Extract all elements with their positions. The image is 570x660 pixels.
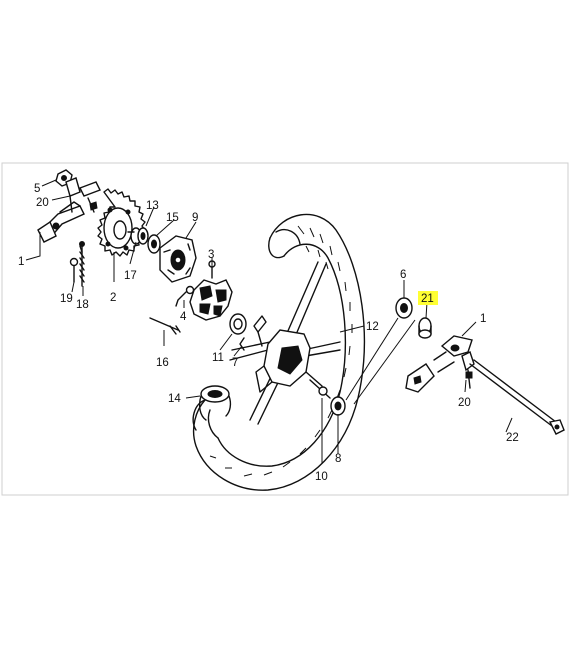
- part-1-left-bracket: [37, 177, 101, 243]
- callout-21-highlight: [418, 291, 438, 305]
- callout-11: 11: [212, 352, 224, 364]
- callout-14: 14: [168, 393, 181, 405]
- callout-12: 12: [366, 321, 379, 333]
- part-19-bolt: [69, 257, 79, 283]
- callout-8: 8: [335, 453, 341, 465]
- part-9-carrier: [159, 235, 197, 283]
- part-3-damper: [189, 260, 233, 321]
- callout-16: 16: [156, 357, 169, 369]
- wheel-hub: [255, 329, 331, 399]
- diagram-border: [1, 162, 569, 496]
- callout-21: 21: [421, 293, 434, 305]
- callout-18: 18: [76, 299, 89, 311]
- callout-19: 19: [60, 293, 73, 305]
- callout-20: 20: [458, 397, 471, 409]
- part-13-15-17-bearings: [127, 227, 161, 254]
- callout-9: 9: [192, 212, 198, 224]
- callout-2: 2: [110, 292, 116, 304]
- part-22-axle: [469, 359, 565, 435]
- part-14-tube: [198, 385, 232, 421]
- callout-3: 3: [208, 249, 214, 261]
- part-12-valve: [253, 315, 267, 347]
- callout-labels: 5 20 1 13 15 9 19 18 2 17 3 4 16 11 7 6 …: [18, 183, 519, 483]
- part-11-collar: [229, 313, 247, 335]
- part-16-pin: [149, 317, 181, 335]
- part-1-right-bracket: [405, 335, 475, 393]
- callout-4: 4: [180, 311, 187, 323]
- wheel-rim: [192, 213, 366, 491]
- part-8-bearing: [330, 396, 346, 416]
- callout-17: 17: [124, 270, 137, 282]
- callout-1: 1: [18, 256, 24, 268]
- callout-1: 1: [480, 313, 486, 325]
- part-6-seal: [395, 297, 413, 319]
- part-7-seal: [239, 337, 245, 351]
- part-18-bolt: [79, 241, 85, 287]
- part-4-spacer: [175, 285, 195, 307]
- callout-13: 13: [146, 200, 159, 212]
- callout-15: 15: [166, 212, 179, 224]
- part-2-sprocket: [97, 188, 146, 257]
- callout-7: 7: [232, 357, 238, 369]
- callout-5: 5: [34, 183, 40, 195]
- callout-6: 6: [400, 269, 406, 281]
- leader-lines: [25, 179, 513, 464]
- callout-10: 10: [315, 471, 328, 483]
- callout-22: 22: [506, 432, 519, 444]
- part-21-collar: [418, 317, 432, 339]
- callout-20: 20: [36, 197, 49, 209]
